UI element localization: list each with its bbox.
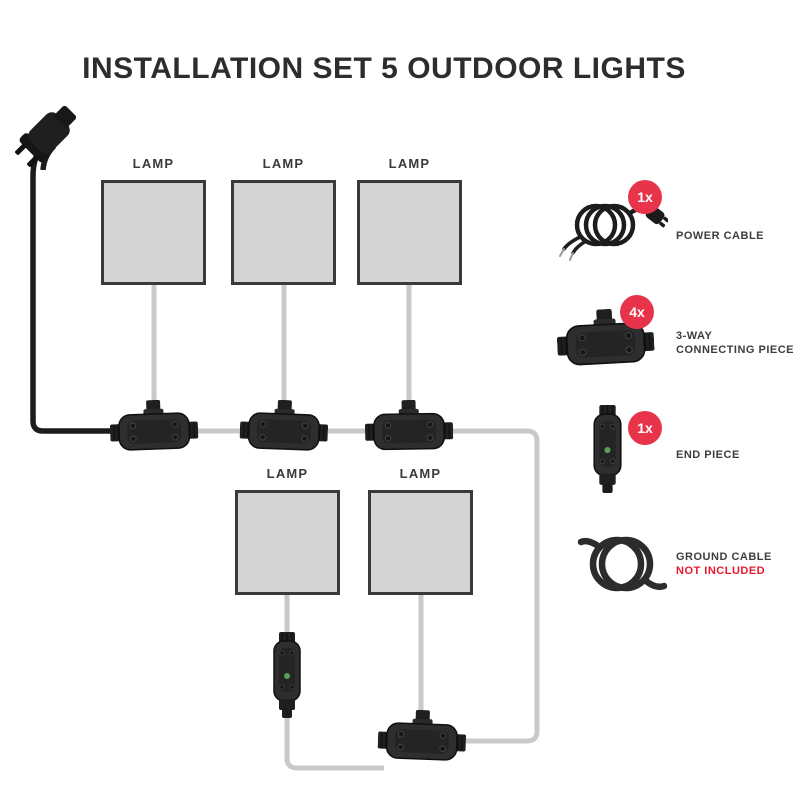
three-way-connector-1 — [109, 398, 199, 457]
quantity-badge-end-piece: 1x — [628, 411, 662, 445]
lamp-4 — [235, 490, 340, 595]
lamp-label-2: LAMP — [262, 156, 305, 171]
power-cable-label: POWER CABLE — [676, 230, 764, 242]
lamp-5 — [368, 490, 473, 595]
lamp-label-5: LAMP — [399, 466, 442, 481]
quantity-badge-power-cable: 1x — [628, 180, 662, 214]
lamp-2 — [231, 180, 336, 285]
power-cable-icon — [559, 203, 668, 261]
three-way-connector-4 — [377, 708, 467, 767]
cable-endpiece-to-bottom-connector — [284, 714, 384, 771]
lamp-label-1: LAMP — [132, 156, 175, 171]
lamp-label-3: LAMP — [388, 156, 431, 171]
connector-label-line1: 3-WAY — [676, 330, 713, 342]
legend-item-connector: 4x 3-WAY CONNECTING PIECE — [556, 293, 800, 373]
end-piece-icon — [589, 405, 626, 493]
three-way-connector-3 — [365, 399, 454, 457]
legend-item-power-cable: 1x POWER CABLE — [556, 178, 800, 264]
lamp-label-4: LAMP — [266, 466, 309, 481]
ground-cable-icon — [577, 536, 668, 592]
quantity-badge-connector: 4x — [620, 295, 654, 329]
ground-cable-label: GROUND CABLE — [676, 551, 772, 563]
legend-item-end-piece: 1x END PIECE — [556, 400, 800, 496]
connector-label-line2: CONNECTING PIECE — [676, 344, 795, 356]
three-way-connector-2 — [239, 398, 329, 457]
ground-cable-note: NOT INCLUDED — [676, 565, 766, 577]
legend-item-ground-cable: GROUND CABLE NOT INCLUDED — [556, 518, 800, 608]
lamp-3 — [357, 180, 462, 285]
end-piece-label: END PIECE — [676, 449, 740, 461]
page-title: INSTALLATION SET 5 OUTDOOR LIGHTS — [82, 52, 686, 85]
power-plug-icon — [15, 105, 77, 170]
lamp-1 — [101, 180, 206, 285]
end-piece-connector — [269, 632, 305, 718]
